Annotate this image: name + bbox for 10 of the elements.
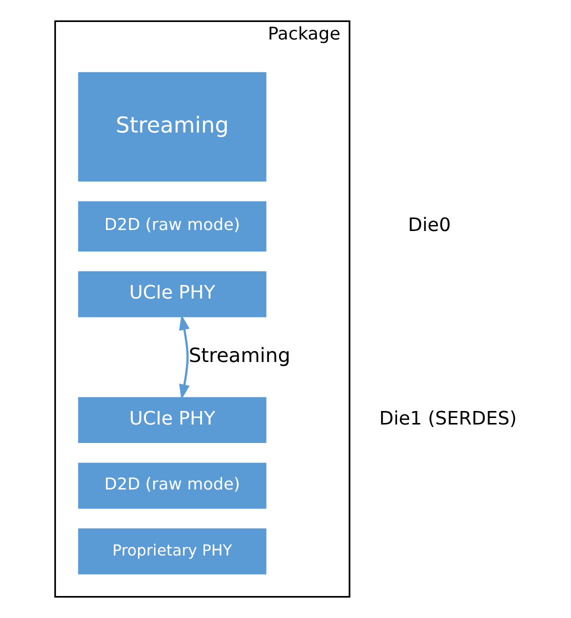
label: Die0	[408, 214, 451, 236]
node-box: UCIe PHY	[77, 396, 268, 444]
node-box: Proprietary PHY	[77, 527, 268, 576]
node-box: D2D (raw mode)	[77, 200, 268, 253]
edge-label: Streaming	[188, 344, 290, 367]
node-box: Streaming	[77, 70, 268, 183]
label: Die1 (SERDES)	[379, 408, 517, 430]
node-box: UCIe PHY	[77, 270, 268, 318]
node-box: D2D (raw mode)	[77, 462, 268, 510]
arrow	[179, 314, 190, 400]
